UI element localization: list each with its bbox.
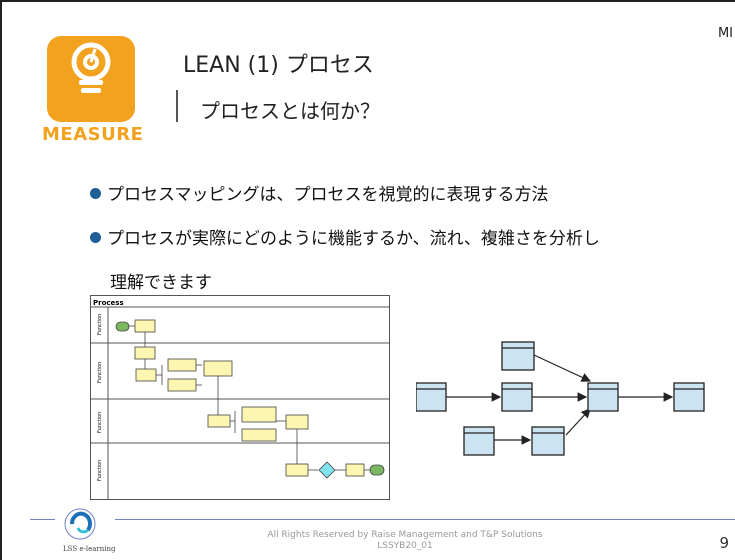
footer-text: All Rights Reserved by Raise Management …	[250, 530, 560, 552]
bullet-item: プロセスマッピングは、プロセスを視覚的に表現する方法	[90, 180, 549, 205]
bullet-continuation: 理解できます	[110, 273, 212, 293]
process-network-diagram	[416, 341, 705, 456]
lane-label: Function	[97, 362, 103, 383]
lss-logo-icon	[64, 508, 96, 540]
lane-label: Function	[97, 314, 103, 335]
page-number: 9	[719, 534, 729, 552]
bullet-item: プロセスが実際にどのように機能するか、流れ、複雑さを分析し	[90, 224, 600, 249]
footer-brand: LSS e-learning	[63, 545, 116, 553]
lane-label: Function	[97, 460, 103, 481]
measure-gauge-icon	[47, 36, 135, 122]
bullet-text: プロセスが実際にどのように機能するか、流れ、複雑さを分析し	[107, 229, 600, 249]
measure-label: MEASURE	[42, 124, 144, 145]
top-border	[0, 0, 735, 2]
footer-doc-id: LSSYB20_01	[377, 541, 433, 551]
swimlane-header: Process	[93, 299, 124, 307]
lane-label: Function	[97, 412, 103, 433]
bullet-dot-icon	[90, 232, 101, 243]
bullet-dot-icon	[90, 188, 101, 199]
swimlane-diagram: Process Function Function Function Funct…	[90, 295, 390, 500]
corner-label: MI	[717, 26, 733, 41]
slide-subtitle: プロセスとは何か？	[200, 99, 380, 123]
footer-line-right	[115, 519, 735, 520]
footer-line-left	[30, 519, 55, 520]
bullet-text: プロセスマッピングは、プロセスを視覚的に表現する方法	[107, 185, 549, 205]
subtitle-divider	[176, 90, 178, 122]
footer-copyright: All Rights Reserved by Raise Management …	[267, 530, 543, 540]
slide-title: LEAN (1) プロセス	[183, 53, 374, 78]
